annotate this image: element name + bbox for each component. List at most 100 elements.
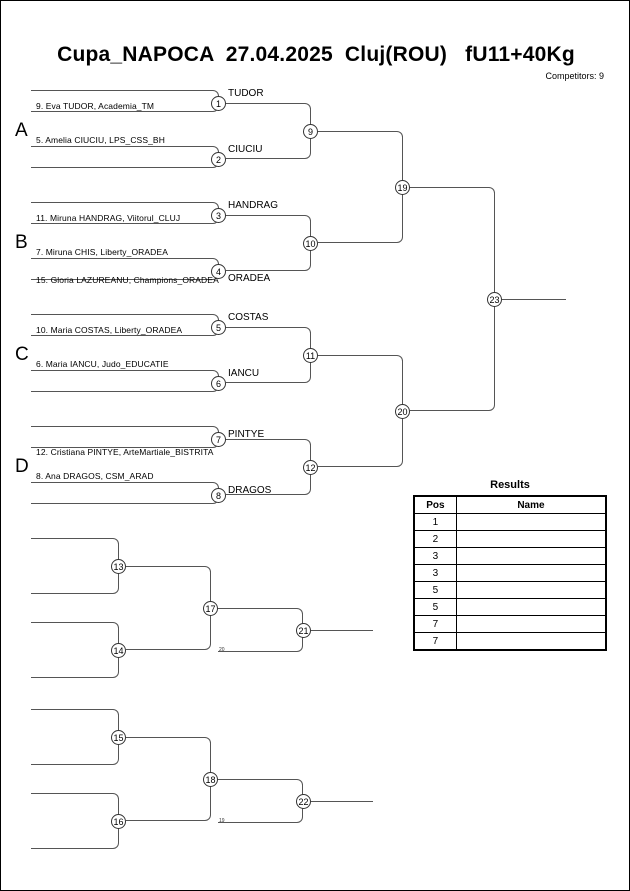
match-bracket-19: [318, 131, 403, 243]
match-bracket-23: [410, 187, 495, 411]
match-bracket-18: [126, 737, 211, 821]
match-bracket-2: [31, 146, 219, 168]
match-bracket-21: [218, 608, 303, 652]
results-pos: 3: [413, 547, 457, 565]
match-node-9[interactable]: 9: [303, 124, 318, 139]
match-bracket-8: [31, 482, 219, 504]
match-node-4[interactable]: 4: [211, 264, 226, 279]
winner-label-8: DRAGOS: [228, 485, 272, 496]
match-node-8[interactable]: 8: [211, 488, 226, 503]
match-bracket-22: [218, 779, 303, 823]
match-node-22[interactable]: 22: [296, 794, 311, 809]
match-node-18[interactable]: 18: [203, 772, 218, 787]
entry-b2: 7. Miruna CHIS, Liberty_ORADEA: [36, 247, 168, 257]
pool-label-c: C: [15, 344, 29, 365]
winner-label-2: CIUCIU: [228, 144, 263, 155]
winner-label-4: ORADEA: [228, 273, 271, 284]
page-title: Cupa_NAPOCA 27.04.2025 Cluj(ROU) fU11+40…: [57, 43, 575, 66]
results-pos: 5: [413, 598, 457, 616]
entry-c1: 10. Maria COSTAS, Liberty_ORADEA: [36, 325, 183, 335]
results-pos: 1: [413, 513, 457, 531]
table-row: 3: [413, 547, 607, 565]
entry-c2: 6. Maria IANCU, Judo_EDUCATIE: [36, 359, 169, 369]
match-bracket-20: [318, 355, 403, 467]
results-name[interactable]: [455, 598, 607, 616]
entry-b1: 11. Miruna HANDRAG, Viitorul_CLUJ: [36, 213, 181, 223]
results-name[interactable]: [455, 513, 607, 531]
match-node-19[interactable]: 19: [395, 180, 410, 195]
results-pos: 5: [413, 581, 457, 599]
match-node-5[interactable]: 5: [211, 320, 226, 335]
feed-label-rep2: 19: [219, 818, 225, 824]
entry-a2: 5. Amelia CIUCIU, LPS_CSS_BH: [36, 135, 165, 145]
results-name[interactable]: [455, 530, 607, 548]
match-node-6[interactable]: 6: [211, 376, 226, 391]
table-row: 1: [413, 513, 607, 531]
match-bracket-11: [226, 327, 311, 383]
match-node-15[interactable]: 15: [111, 730, 126, 745]
match-node-23[interactable]: 23: [487, 292, 502, 307]
match-node-7[interactable]: 7: [211, 432, 226, 447]
feed-label-rep1: 20: [219, 647, 225, 653]
results-name[interactable]: [455, 547, 607, 565]
match-node-16[interactable]: 16: [111, 814, 126, 829]
results-name[interactable]: [455, 632, 607, 651]
match-node-2[interactable]: 2: [211, 152, 226, 167]
results-table: Pos Name 1 2 3 3: [413, 495, 607, 651]
results-pos: 2: [413, 530, 457, 548]
match-node-3[interactable]: 3: [211, 208, 226, 223]
match-node-14[interactable]: 14: [111, 643, 126, 658]
table-row: 5: [413, 581, 607, 599]
pool-label-a: A: [15, 120, 28, 141]
table-row: 3: [413, 564, 607, 582]
results-name[interactable]: [455, 615, 607, 633]
winner-label-5: COSTAS: [228, 312, 269, 323]
match-bracket-10: [226, 215, 311, 271]
match-node-13[interactable]: 13: [111, 559, 126, 574]
winner-label-1: TUDOR: [228, 88, 264, 99]
results-title: Results: [490, 479, 530, 491]
results-header-row: Pos Name: [413, 495, 607, 514]
results-pos: 3: [413, 564, 457, 582]
entry-a1: 9. Eva TUDOR, Academia_TM: [36, 101, 155, 111]
results-name[interactable]: [455, 581, 607, 599]
repechage1-winner-line: [311, 630, 373, 631]
match-node-11[interactable]: 11: [303, 348, 318, 363]
match-node-1[interactable]: 1: [211, 96, 226, 111]
repechage2-winner-line: [311, 801, 373, 802]
match-node-21[interactable]: 21: [296, 623, 311, 638]
entry-d1: 12. Cristiana PINTYE, ArteMartiale_BISTR…: [36, 447, 214, 457]
table-row: 7: [413, 615, 607, 633]
pool-label-d: D: [15, 456, 29, 477]
entry-b3: 15. Gloria LAZUREANU, Champions_ORADEA: [36, 275, 219, 285]
results-pos: 7: [413, 632, 457, 651]
match-bracket-17: [126, 566, 211, 650]
results-panel: Results Pos Name 1 2 3: [413, 479, 607, 651]
match-bracket-6: [31, 370, 219, 392]
final-winner-line: [502, 299, 566, 300]
match-node-12[interactable]: 12: [303, 460, 318, 475]
winner-label-7: PINTYE: [228, 429, 265, 440]
winner-label-3: HANDRAG: [228, 200, 279, 211]
match-bracket-7: [31, 426, 219, 448]
match-bracket-12: [226, 439, 311, 495]
match-node-10[interactable]: 10: [303, 236, 318, 251]
match-node-20[interactable]: 20: [395, 404, 410, 419]
pool-label-b: B: [15, 232, 28, 253]
results-name[interactable]: [455, 564, 607, 582]
match-bracket-9: [226, 103, 311, 159]
results-col-name: Name: [455, 495, 607, 514]
results-col-pos: Pos: [413, 495, 457, 514]
entry-d2: 8. Ana DRAGOS, CSM_ARAD: [36, 471, 154, 481]
match-bracket-13: [31, 538, 119, 594]
competitors-count: Competitors: 9: [545, 71, 604, 81]
table-row: 2: [413, 530, 607, 548]
winner-label-6: IANCU: [228, 368, 260, 379]
table-row: 5: [413, 598, 607, 616]
match-bracket-16: [31, 793, 119, 849]
table-row: 7: [413, 632, 607, 651]
match-bracket-14: [31, 622, 119, 678]
results-pos: 7: [413, 615, 457, 633]
match-node-17[interactable]: 17: [203, 601, 218, 616]
